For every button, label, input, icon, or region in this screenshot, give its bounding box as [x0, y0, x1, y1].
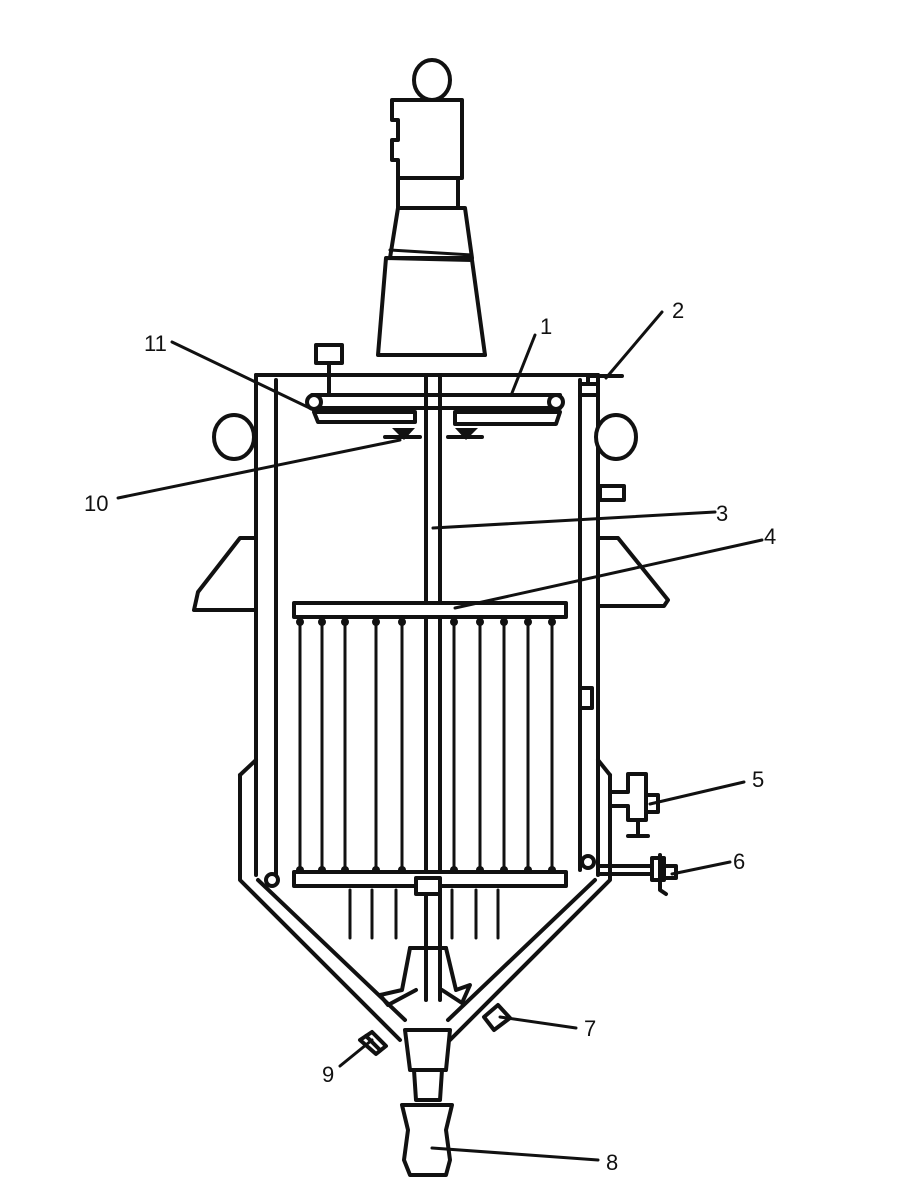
callout-6: 6: [733, 849, 745, 874]
vessel-shell: [238, 373, 612, 1042]
callout-10: 10: [84, 491, 108, 516]
leader-1: [510, 333, 537, 395]
side-valve-lower: [596, 853, 678, 896]
tube-bottom-cap: [450, 866, 458, 874]
tube-top-cap: [476, 618, 484, 626]
leader-10: [116, 438, 402, 500]
leader-5: [648, 780, 746, 806]
tube-bottom-cap: [398, 866, 406, 874]
tube-bottom-cap: [341, 866, 349, 874]
filter-tubes: [296, 615, 556, 874]
support-lugs: [192, 413, 670, 710]
bottom-discharge: [378, 946, 472, 1177]
tube-top-cap: [500, 618, 508, 626]
callout-11: 11: [144, 331, 167, 356]
tube-top-cap: [341, 618, 349, 626]
callout-3: 3: [716, 501, 728, 526]
callout-4: 4: [764, 524, 776, 549]
tube-bottom-cap: [524, 866, 532, 874]
leader-4: [453, 538, 764, 610]
tube-top-cap: [524, 618, 532, 626]
callout-2: 2: [672, 298, 684, 323]
callout-5: 5: [752, 767, 764, 792]
drive-motor: [376, 58, 487, 357]
callout-9: 9: [322, 1062, 334, 1087]
tube-bottom-cap: [476, 866, 484, 874]
tube-bottom-cap: [296, 866, 304, 874]
top-valve: [578, 374, 624, 397]
tube-top-cap: [372, 618, 380, 626]
leader-3: [431, 510, 717, 530]
tube-top-cap: [450, 618, 458, 626]
leader-11: [170, 340, 320, 414]
leader-9: [338, 1038, 374, 1068]
callout-8: 8: [606, 1150, 618, 1175]
callout-1: 1: [540, 314, 552, 339]
leader-2: [604, 310, 664, 380]
tube-bottom-cap: [548, 866, 556, 874]
tube-top-cap: [548, 618, 556, 626]
callout-7: 7: [584, 1016, 596, 1041]
leader-7: [498, 1015, 578, 1030]
tube-top-cap: [318, 618, 326, 626]
tube-bottom-cap: [500, 866, 508, 874]
leader-6: [670, 860, 732, 876]
tube-top-cap: [296, 618, 304, 626]
tube-bottom-cap: [318, 866, 326, 874]
tube-bottom-cap: [372, 866, 380, 874]
callout-labels: 1 2 3 4 5 6 7 8 9 10 11: [84, 298, 776, 1175]
filter-element-frame: [292, 601, 568, 940]
central-shaft: [424, 373, 442, 1002]
leader-8: [430, 1146, 600, 1162]
leader-lines: [116, 310, 764, 1162]
drain-pipes: [348, 888, 500, 940]
tube-top-cap: [398, 618, 406, 626]
